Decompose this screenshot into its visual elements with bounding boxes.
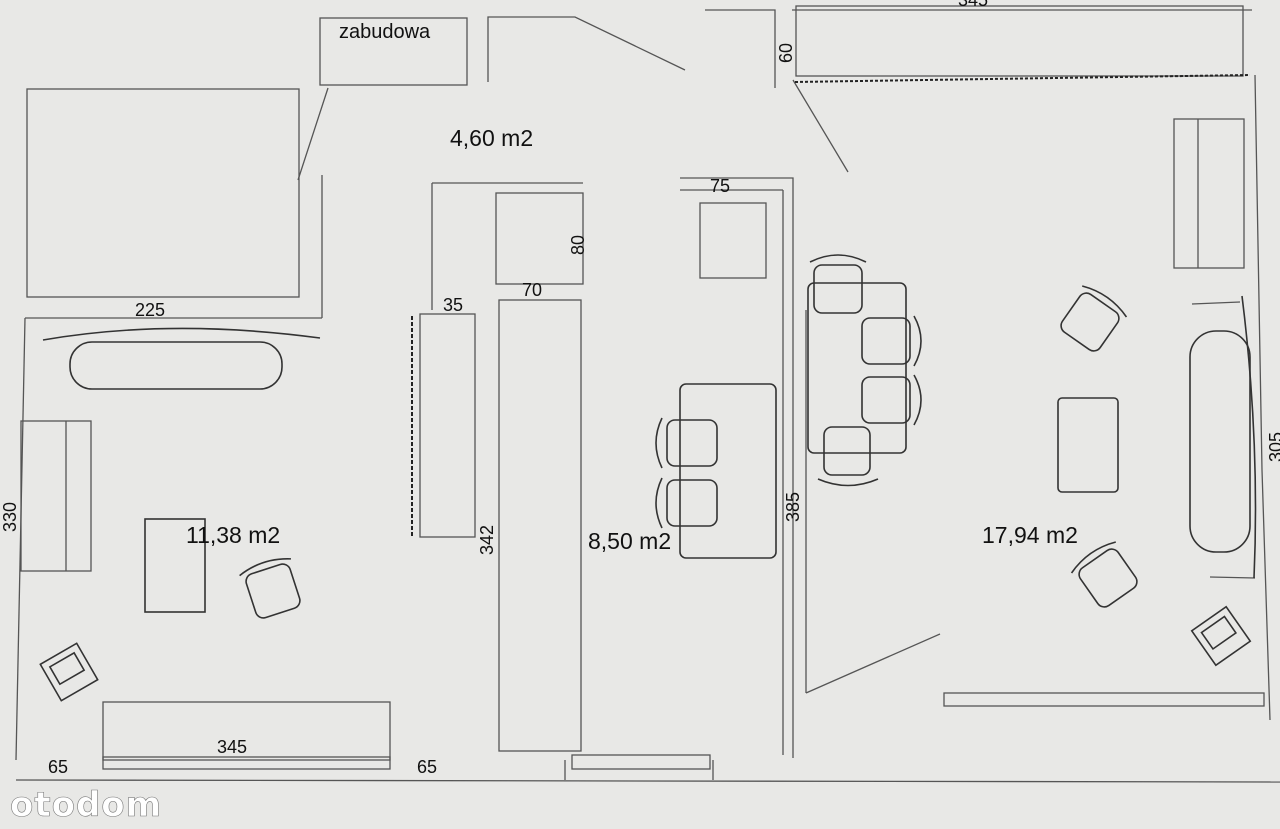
living-armchair-bottom [1070, 541, 1138, 608]
living-sofa-back [1241, 295, 1257, 579]
dim-385: 385 [783, 492, 803, 522]
dim-35: 35 [443, 295, 463, 315]
dim-65-left: 65 [48, 757, 68, 777]
bedroom-sofa [20, 420, 92, 572]
living-sofa [1189, 330, 1251, 553]
dining-table [807, 282, 907, 454]
dining-chair-right-1 [861, 317, 911, 365]
walls [15, 9, 1280, 783]
room-area-bedroom: 11,38 m2 [186, 522, 280, 548]
living-stove-icon [1190, 605, 1252, 667]
top-cabinet [795, 5, 1244, 77]
bedroom-table [144, 518, 206, 613]
living-armchair-top [1060, 285, 1128, 352]
room-area-living: 17,94 m2 [982, 522, 1078, 548]
bed-headboard [42, 327, 321, 341]
tall-unit [419, 313, 476, 538]
bedroom-stove-icon [39, 642, 99, 702]
built-in-cabinet [319, 17, 468, 86]
room-area-kitchen: 8,50 m2 [588, 528, 671, 554]
note-zabudowa: zabudowa [339, 21, 431, 43]
hall-cabinet [495, 192, 584, 285]
dim-225: 225 [135, 300, 165, 320]
kitchen-chair-1 [666, 419, 718, 467]
dim-305-right: 305 [1266, 432, 1280, 462]
dim-345-top: 345 [958, 0, 988, 10]
fridge [699, 202, 767, 279]
dim-345-bottom: 345 [217, 737, 247, 757]
labels: zabudowa 4,60 m2 11,38 m2 8,50 m2 17,94 … [0, 0, 1280, 777]
dim-65-mid: 65 [417, 757, 437, 777]
dining-chair-right-2 [861, 376, 911, 424]
kitchen-counter [498, 299, 582, 752]
kitchen-chair-2 [666, 479, 718, 527]
kitchen-table [679, 383, 777, 559]
dim-60: 60 [776, 43, 796, 63]
otodom-watermark: otodom [10, 785, 162, 825]
dim-330: 330 [0, 502, 20, 532]
room-area-hall: 4,60 m2 [450, 125, 533, 151]
wardrobe [26, 88, 300, 298]
dim-70: 70 [522, 280, 542, 300]
furniture [20, 254, 1257, 702]
dim-75: 75 [710, 176, 730, 196]
dim-342: 342 [477, 525, 497, 555]
coffee-table [1057, 397, 1119, 493]
dining-chair-top [813, 264, 863, 314]
dining-chair-bottom [823, 426, 871, 476]
right-shelf [1173, 118, 1245, 269]
bedroom-desk [102, 701, 391, 761]
dim-80: 80 [568, 235, 588, 255]
bedroom-armchair [239, 558, 301, 619]
fixtures [26, 5, 1251, 770]
sofa-bed [69, 341, 283, 390]
